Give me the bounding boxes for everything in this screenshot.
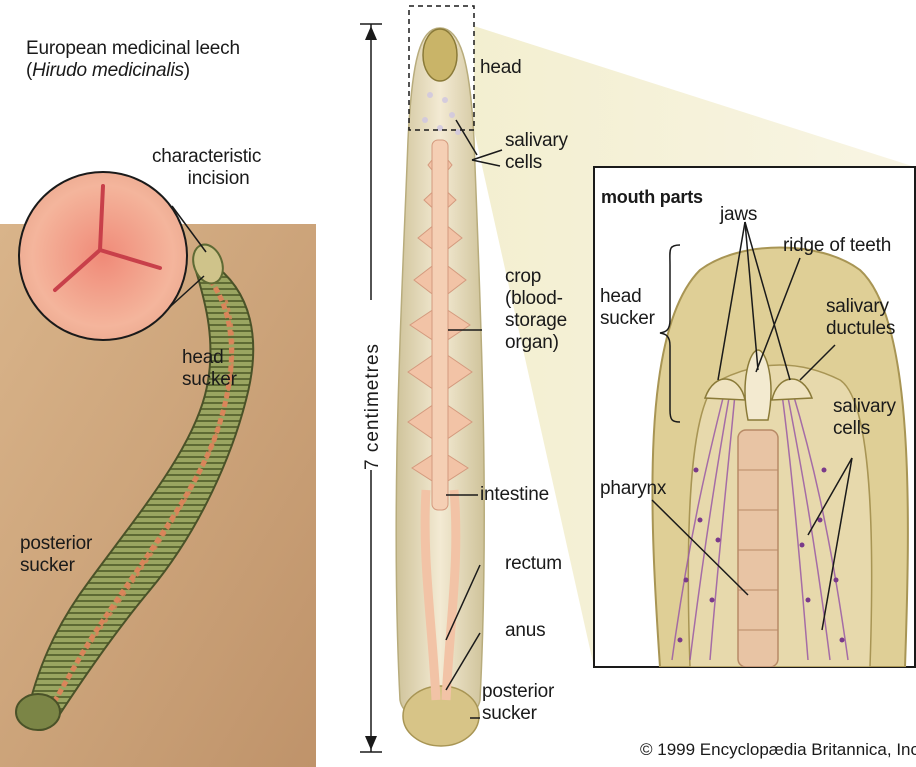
label-characteristic-incision: characteristic incision [152, 146, 261, 190]
label-line: organ) [505, 332, 567, 354]
label-pharynx: pharynx [600, 478, 666, 500]
label-line: salivary [505, 130, 568, 152]
label-crop: crop (blood- storage organ) [505, 266, 567, 354]
label-line: ductules [826, 318, 895, 340]
figure-title: European medicinal leech (Hirudo medicin… [26, 38, 240, 82]
label-anus: anus [505, 620, 545, 642]
title-line-1: European medicinal leech [26, 38, 240, 60]
label-line: characteristic [152, 146, 261, 168]
label-intestine: intestine [480, 484, 549, 506]
leech-dissection [396, 28, 484, 746]
inset-title: mouth parts [601, 186, 703, 208]
label-line: (blood- [505, 288, 567, 310]
label-line: sucker [482, 703, 554, 725]
label-line: sucker [182, 369, 237, 391]
label-head: head [480, 57, 521, 79]
label-line: pharynx [600, 478, 666, 500]
species-name: Hirudo medicinalis [32, 60, 184, 81]
label-ridge-of-teeth: ridge of teeth [783, 235, 891, 257]
label-salivary-cells: salivary cells [505, 130, 568, 174]
label-line: anus [505, 620, 545, 642]
label-line: sucker [20, 555, 92, 577]
label-line: ridge of teeth [783, 235, 891, 257]
label-salivary-ductules: salivary ductules [826, 296, 895, 340]
label-line: posterior [482, 681, 554, 703]
paren-close: ) [184, 60, 190, 81]
label-line: head [600, 286, 655, 308]
label-posterior-sucker-center: posterior sucker [482, 681, 554, 725]
label-jaws: jaws [720, 204, 757, 226]
scale-label: 7 centimetres [362, 343, 384, 470]
label-line: cells [833, 418, 896, 440]
label-line: incision [152, 168, 261, 190]
label-line: salivary [826, 296, 895, 318]
label-line: sucker [600, 308, 655, 330]
label-line: storage [505, 310, 567, 332]
label-line: salivary [833, 396, 896, 418]
label-head-sucker-left: head sucker [182, 347, 237, 391]
label-head-sucker-inset: head sucker [600, 286, 655, 330]
label-line: rectum [505, 553, 562, 575]
label-line: jaws [720, 204, 757, 226]
copyright: © 1999 Encyclopædia Britannica, Inc. [640, 740, 916, 760]
label-line: posterior [20, 533, 92, 555]
label-rectum: rectum [505, 553, 562, 575]
title-line-2: (Hirudo medicinalis) [26, 60, 240, 82]
label-line: intestine [480, 484, 549, 506]
label-line: head [182, 347, 237, 369]
label-line: head [480, 57, 521, 79]
label-line: cells [505, 152, 568, 174]
label-posterior-sucker-left: posterior sucker [20, 533, 92, 577]
label-salivary-cells-inset: salivary cells [833, 396, 896, 440]
label-line: crop [505, 266, 567, 288]
